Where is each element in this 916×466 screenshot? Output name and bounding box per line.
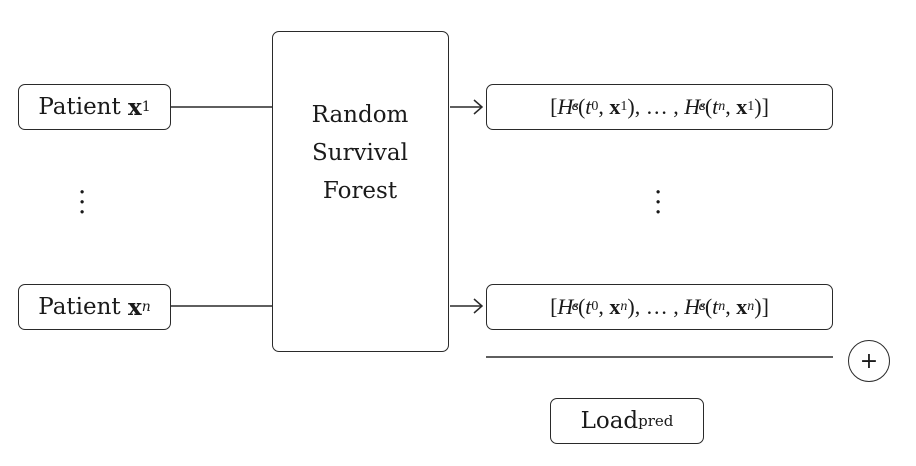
time-symbol: t <box>712 294 719 319</box>
rsf-label: Random Survival Forest <box>272 96 448 210</box>
patient-var: x <box>128 93 142 121</box>
hazard-sup: s <box>573 99 579 114</box>
vertical-ellipsis-left: ··· <box>78 178 87 228</box>
hazard-symbol: H <box>684 94 701 119</box>
patient-var: x <box>736 294 748 319</box>
time-symbol: t <box>585 94 592 119</box>
random-survival-forest-box <box>272 31 449 352</box>
load-label: Load <box>580 408 639 434</box>
sum-symbol: + <box>859 348 879 374</box>
bracket-open: [ <box>550 94 558 119</box>
ellipsis: … <box>645 94 668 119</box>
hazard-symbol: H <box>684 294 701 319</box>
patient-label: Patient <box>38 294 121 320</box>
arrow-output-n <box>450 298 484 314</box>
ellipsis: … <box>645 294 668 319</box>
hazard-sub: e <box>698 99 705 114</box>
hazard-sub: e <box>571 299 578 314</box>
hazard-sup: s <box>700 299 706 314</box>
bracket-close: ] <box>761 94 769 119</box>
patient-var: x <box>127 293 142 321</box>
bracket-close: ] <box>761 294 769 319</box>
hazard-symbol: H <box>557 94 574 119</box>
time-index: n <box>718 299 726 314</box>
hazard-sub: e <box>698 299 705 314</box>
patient-index: n <box>747 299 755 314</box>
patient-label: Patient <box>38 94 121 120</box>
hazard-sub: e <box>571 99 578 114</box>
rsf-label-line2: Survival Forest <box>312 140 408 204</box>
hazard-symbol: H <box>557 294 574 319</box>
arrow-output-1 <box>450 99 484 115</box>
sum-icon: + <box>848 340 890 382</box>
time-symbol: t <box>585 294 592 319</box>
bracket-open: [ <box>550 294 558 319</box>
patient-var: x <box>609 294 621 319</box>
patient-var: x <box>609 94 621 119</box>
hazard-sup: s <box>700 99 706 114</box>
hazard-sup: s <box>573 299 579 314</box>
time-symbol: t <box>712 94 719 119</box>
vertical-ellipsis-right: ··· <box>654 178 663 228</box>
rsf-label-line1: Random <box>311 102 409 128</box>
patient-index: n <box>620 299 628 314</box>
patient-var: x <box>736 94 748 119</box>
time-index: n <box>718 99 726 114</box>
